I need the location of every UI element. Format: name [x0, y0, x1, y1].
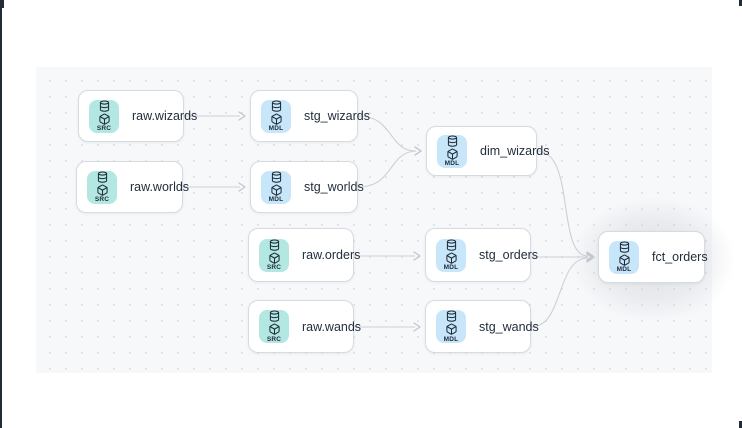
cube-icon: [446, 148, 458, 160]
database-icon: [269, 239, 279, 251]
cube-icon: [618, 254, 630, 266]
node-type-label: MDL: [443, 264, 459, 271]
node-type-badge: SRC: [89, 99, 119, 133]
node-type-badge: SRC: [259, 238, 289, 272]
database-icon: [446, 239, 456, 251]
database-icon: [271, 100, 281, 112]
cube-icon: [445, 252, 457, 264]
node-name-label: raw.orders: [302, 248, 361, 262]
graph-node-raw-wizards[interactable]: SRC raw.wizards: [78, 90, 197, 142]
graph-node-stg-wands[interactable]: MDL stg_wands: [425, 300, 539, 353]
cube-icon: [268, 323, 280, 335]
graph-node-stg-wizards[interactable]: MDL stg_wizards: [250, 90, 370, 142]
node-name-label: raw.worlds: [130, 180, 190, 194]
cube-icon: [445, 323, 457, 335]
node-name-label: raw.wizards: [132, 109, 198, 123]
database-icon: [269, 310, 279, 322]
graph-node-dim-wizards[interactable]: MDL dim_wizards: [426, 126, 549, 176]
window-frame-left-edge: [0, 0, 2, 428]
node-name-label: raw.wands: [302, 319, 362, 334]
node-type-label: MDL: [443, 335, 459, 343]
cube-icon: [268, 252, 280, 264]
node-type-label: SRC: [266, 335, 282, 343]
node-type-label: SRC: [94, 196, 110, 203]
database-icon: [99, 100, 109, 112]
node-name-label: stg_orders: [479, 248, 539, 262]
node-name-label: stg_wizards: [304, 109, 370, 123]
node-type-badge: MDL: [609, 240, 639, 274]
database-icon: [446, 310, 456, 322]
window-frame-corner-bottom-right: [739, 421, 742, 428]
cube-icon: [98, 113, 110, 125]
graph-node-raw-wands[interactable]: SRC raw.wands: [248, 300, 361, 353]
node-type-label: MDL: [616, 266, 632, 273]
cube-icon: [96, 184, 108, 196]
node-type-badge: MDL: [261, 170, 291, 204]
node-type-badge: SRC: [259, 310, 289, 343]
node-name-label: fct_orders: [652, 250, 708, 264]
node-name-label: stg_worlds: [304, 180, 364, 194]
window-frame-corner-top-right: [739, 0, 742, 6]
graph-node-stg-orders[interactable]: MDL stg_orders: [425, 228, 538, 282]
graph-node-raw-worlds[interactable]: SRC raw.worlds: [76, 161, 189, 213]
cube-icon: [270, 184, 282, 196]
database-icon: [97, 171, 107, 183]
node-type-badge: MDL: [436, 238, 466, 272]
node-type-label: MDL: [268, 125, 284, 132]
node-type-badge: SRC: [87, 170, 117, 204]
window-frame-corner-top-left: [0, 0, 4, 8]
database-icon: [271, 171, 281, 183]
node-type-badge: MDL: [436, 310, 466, 343]
node-type-label: SRC: [96, 125, 112, 132]
node-type-badge: MDL: [261, 99, 291, 133]
graph-node-fct-orders[interactable]: MDL fct_orders: [598, 231, 708, 283]
graph-node-raw-orders[interactable]: SRC raw.orders: [248, 228, 360, 282]
graph-node-stg-worlds[interactable]: MDL stg_worlds: [250, 161, 364, 213]
node-name-label: stg_wands: [479, 319, 539, 334]
database-icon: [619, 241, 629, 253]
node-name-label: dim_wizards: [480, 144, 550, 158]
node-type-label: MDL: [444, 160, 460, 167]
node-type-label: SRC: [266, 264, 282, 271]
node-type-label: MDL: [268, 196, 284, 203]
database-icon: [447, 135, 457, 147]
cube-icon: [270, 113, 282, 125]
node-type-badge: MDL: [437, 134, 467, 168]
